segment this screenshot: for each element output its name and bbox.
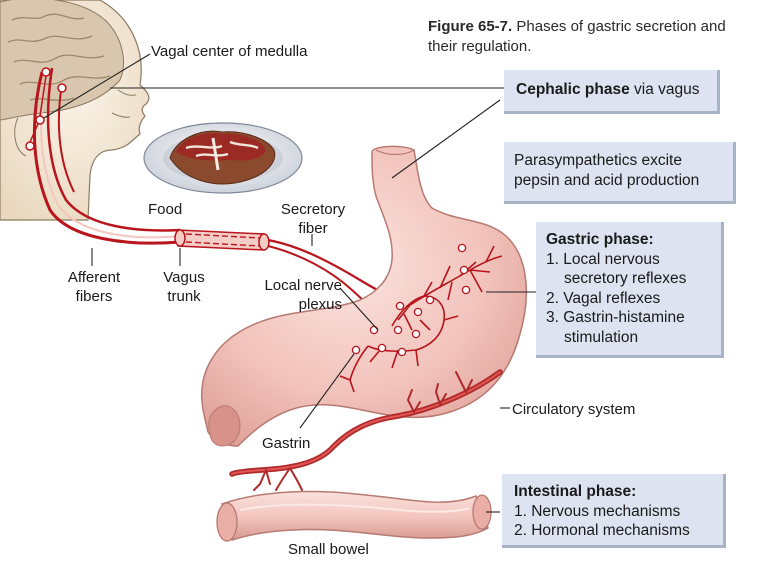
- label-local-nerve-plexus: Local nerve plexus: [264, 277, 342, 313]
- parasympathetic-box: Parasympathetics excite pepsin and acid …: [504, 142, 736, 204]
- gastric-phase-box: Gastric phase: 1. Local nervous secretor…: [536, 222, 724, 358]
- label-circulatory-system: Circulatory system: [512, 401, 636, 418]
- label-small-bowel: Small bowel: [288, 541, 369, 558]
- gastric-phase-item: 1. Local nervous secretory reflexes: [546, 250, 687, 288]
- figure-number: Figure 65-7.: [428, 18, 513, 35]
- gastric-phase-item: 2. Vagal reflexes: [546, 289, 661, 307]
- label-vagal-center: Vagal center of medulla: [151, 43, 308, 60]
- figure-caption: Figure 65-7. Phases of gastric secretion…: [428, 17, 728, 57]
- label-afferent-fibers: Afferent fibers: [67, 269, 121, 305]
- stomach-illustration: [200, 145, 528, 447]
- intestinal-phase-box: Intestinal phase: 1. Nervous mechanisms …: [502, 474, 726, 548]
- label-gastrin: Gastrin: [262, 435, 311, 452]
- figure-caption-text: Phases of gastric secretion and their re…: [428, 18, 726, 55]
- circulatory-vessel: [229, 369, 503, 491]
- head-illustration: [0, 0, 150, 221]
- vagus-nerve-pathways: [25, 67, 181, 245]
- intestinal-phase-item: 1. Nervous mechanisms: [514, 502, 681, 520]
- cephalic-phase-title: Cephalic phase: [516, 81, 630, 98]
- food-plate-illustration: [143, 122, 303, 194]
- gastric-phase-title: Gastric phase:: [546, 231, 654, 248]
- cephalic-phase-box: Cephalic phase via vagus: [504, 70, 720, 114]
- label-food: Food: [148, 201, 183, 218]
- small-bowel-illustration: [216, 490, 492, 542]
- plexus-ganglia: [351, 243, 471, 357]
- gastric-phase-list: 1. Local nervous secretory reflexes 2. V…: [546, 250, 717, 348]
- label-secretory-fiber: Secretory fiber: [280, 201, 346, 237]
- label-vagus-trunk: Vagus trunk: [163, 269, 205, 305]
- vagus-trunk-cable: [174, 229, 411, 327]
- cephalic-phase-rest: via vagus: [629, 81, 700, 98]
- leader-lines: [43, 53, 536, 513]
- gastric-phase-item: 3. Gastrin-histamine stimulation: [546, 309, 685, 346]
- intestinal-phase-title: Intestinal phase:: [514, 483, 637, 500]
- intestinal-phase-item: 2. Hormonal mechanisms: [514, 522, 690, 539]
